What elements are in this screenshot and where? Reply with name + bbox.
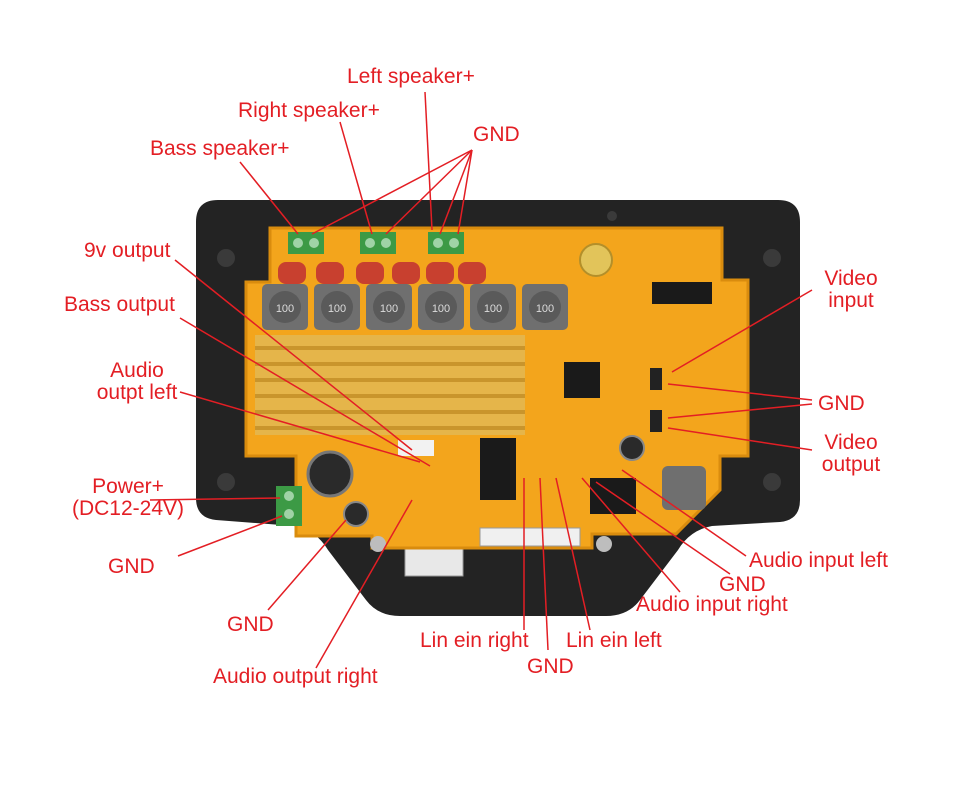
label-video-input: Video input [824,267,878,312]
heatsink [255,335,525,435]
power-inductor [662,466,706,510]
inductor-marking-6: 100 [536,303,554,315]
inductor-marking-3: 100 [380,303,398,315]
label-9v-output: 9v output [84,239,171,262]
bottom-connector-housing [404,545,464,577]
small-capacitor-1 [343,501,369,527]
label-audio-output-right: Audio output right [213,665,378,688]
speaker-terminals [288,232,464,254]
label-gnd-left-2: GND [227,613,274,636]
label-left-speaker: Left speaker+ [347,65,475,88]
electrolytic-capacitor [306,450,354,498]
label-lin-ein-left: Lin ein left [566,629,662,652]
pin-header-bottom [479,527,581,547]
mount-screw-right [596,536,612,552]
inductor-marking-4: 100 [432,303,450,315]
leader-lines [149,91,813,669]
video-input-header [650,368,662,390]
label-video-output: Video output [821,431,881,476]
label-audio-input-right: Audio input right [636,593,788,616]
label-audio-input-left: Audio input left [749,549,888,572]
amplifier-chip [480,438,516,500]
capacitor-row [278,262,486,284]
label-lin-ein-right: Lin ein right [420,629,529,652]
label-bass-speaker: Bass speaker+ [150,137,290,160]
inductor-marking-2: 100 [328,303,346,315]
main-processor-chip [564,362,600,398]
inductor-marking-5: 100 [484,303,502,315]
label-gnd-bottom: GND [527,655,574,678]
housing-hole-br [763,473,781,491]
label-right-speaker: Right speaker+ [238,99,380,122]
label-gnd-top: GND [473,123,520,146]
small-capacitor-2 [619,435,645,461]
inductor-marking-1: 100 [276,303,294,315]
coin-cell [579,243,613,277]
label-gnd-right: GND [818,392,865,415]
label-audio-output-left: Audio outpt left [96,359,178,404]
housing-hole-tl [217,249,235,267]
video-output-header [650,410,662,432]
inductor-row: 100 100 100 100 100 100 [262,284,568,330]
housing-hole-tr [763,249,781,267]
housing-hole-top [607,211,617,221]
label-bass-output: Bass output [64,293,175,316]
mount-screw-left [370,536,386,552]
label-power: Power+ (DC12-24V) [71,475,185,520]
housing-hole-bl [217,473,235,491]
label-gnd-left-1: GND [108,555,155,578]
label-gnd-right-bottom: GND [719,573,766,596]
bluetooth-chip [652,282,712,304]
power-terminal [276,486,302,526]
